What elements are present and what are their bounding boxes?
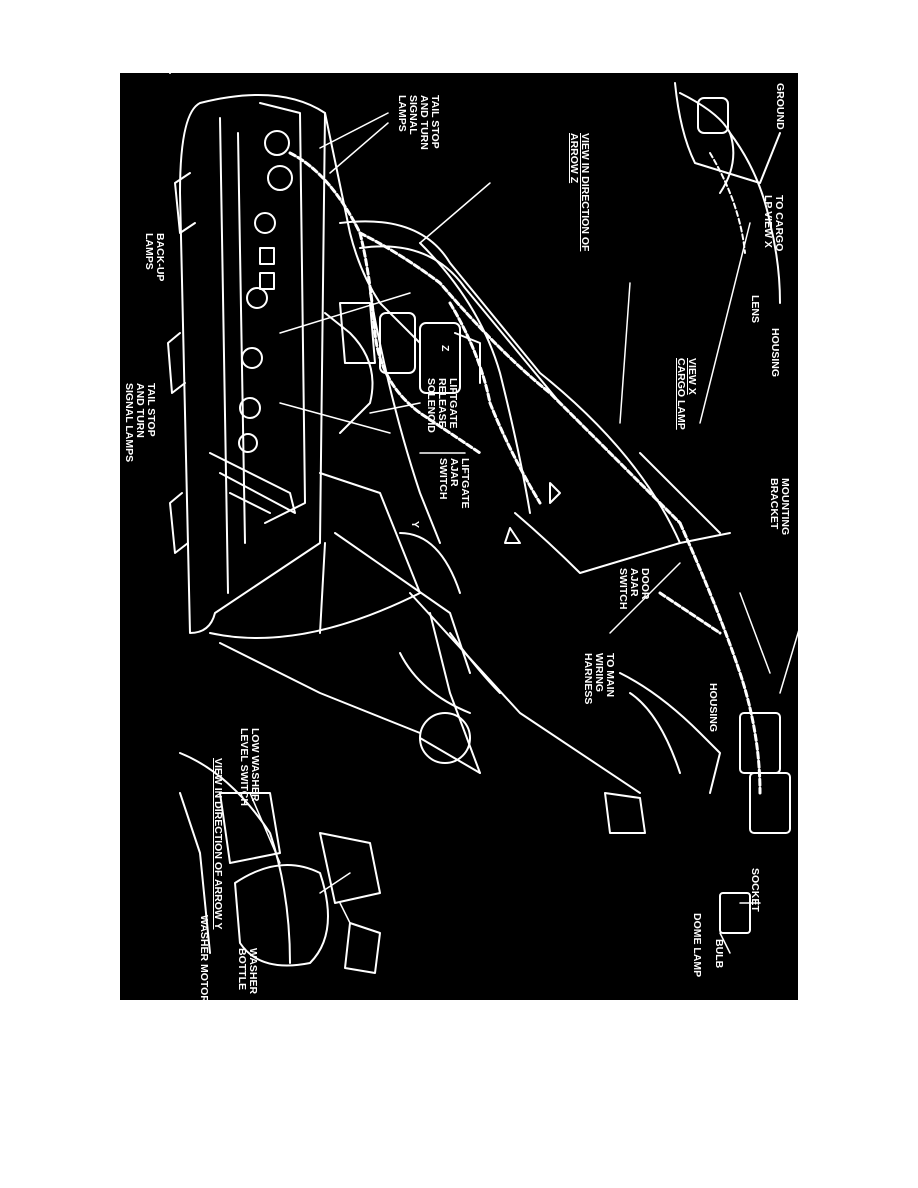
- rear-bumper-drawing: [167, 94, 326, 634]
- label-dome-lamp: DOME LAMP: [691, 913, 703, 978]
- diagram-artwork: [167, 73, 798, 974]
- washer-inset-drawing: [179, 752, 381, 974]
- label-washer-motor: WASHER MOTOR: [198, 915, 210, 1000]
- label-bulb: BULB: [713, 939, 725, 969]
- label-housing-cargo: HOUSING: [769, 328, 781, 378]
- label-view-arrow-y: VIEW IN DIRECTION OF ARROW Y: [212, 758, 224, 930]
- label-lens: LENS: [749, 295, 761, 324]
- wiring-harness-route: [288, 151, 762, 795]
- label-socket: SOCKET: [749, 868, 761, 912]
- liftgate-line: [419, 737, 481, 774]
- dome-lamp-drawing: [604, 672, 791, 934]
- tail-lamp-circles: [238, 130, 293, 453]
- cargo-lamp-drawing: [169, 73, 481, 394]
- label-arrow-y: Y: [409, 521, 421, 529]
- cargo-inset-drawing: [674, 82, 781, 304]
- liftgate-circle: [419, 712, 471, 764]
- label-housing-dome: HOUSING: [707, 683, 719, 733]
- label-ground: GROUND: [774, 83, 786, 130]
- label-arrow-z: Z: [439, 345, 451, 352]
- leader-lines: [249, 112, 798, 954]
